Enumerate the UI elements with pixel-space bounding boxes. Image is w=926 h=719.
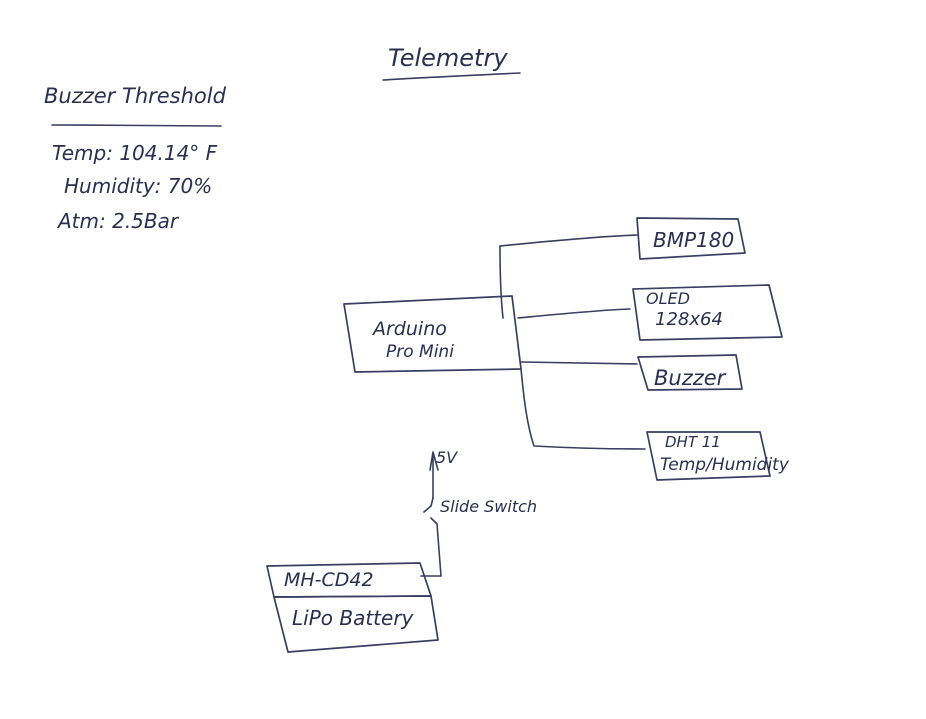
bmp180-label: BMP180 — [653, 228, 734, 252]
link-dht — [520, 368, 646, 450]
bmp180-box — [636, 217, 746, 260]
oled-box — [632, 284, 783, 341]
link-bmp — [499, 234, 639, 247]
threshold-underline — [51, 124, 222, 127]
oled-label-line1: OLED — [646, 289, 690, 308]
arduino-label-line1: Arduino — [371, 318, 447, 340]
buzzer-label: Buzzer — [654, 366, 727, 390]
threshold-humidity: Humidity: 70% — [64, 174, 212, 198]
buzzer-box — [637, 354, 743, 391]
slide-switch-symbol — [423, 497, 442, 577]
link-oled — [517, 308, 631, 319]
title-underline — [382, 72, 521, 81]
threshold-atm: Atm: 2.5Bar — [56, 209, 180, 233]
5v-arrow — [429, 451, 439, 499]
arduino-label-line2: Pro Mini — [386, 342, 454, 362]
dht11-label-line1: DHT 11 — [665, 433, 721, 451]
threshold-heading: Buzzer Threshold — [44, 84, 227, 108]
oled-label-line2: 128x64 — [655, 309, 723, 330]
bus-line — [499, 245, 504, 319]
lipo-battery-label: LiPo Battery — [292, 606, 415, 630]
diagram-title: Telemetry — [388, 44, 508, 72]
slide-switch-label: Slide Switch — [440, 497, 537, 516]
link-buzzer — [520, 361, 638, 365]
threshold-temp: Temp: 104.14° F — [52, 141, 218, 165]
dht11-label-line2: Temp/Humidity — [660, 455, 790, 475]
mh-cd42-label: MH-CD42 — [284, 569, 374, 591]
5v-label: 5V — [436, 448, 458, 467]
lipo-battery-box — [273, 595, 439, 653]
dht11-box — [646, 431, 771, 481]
